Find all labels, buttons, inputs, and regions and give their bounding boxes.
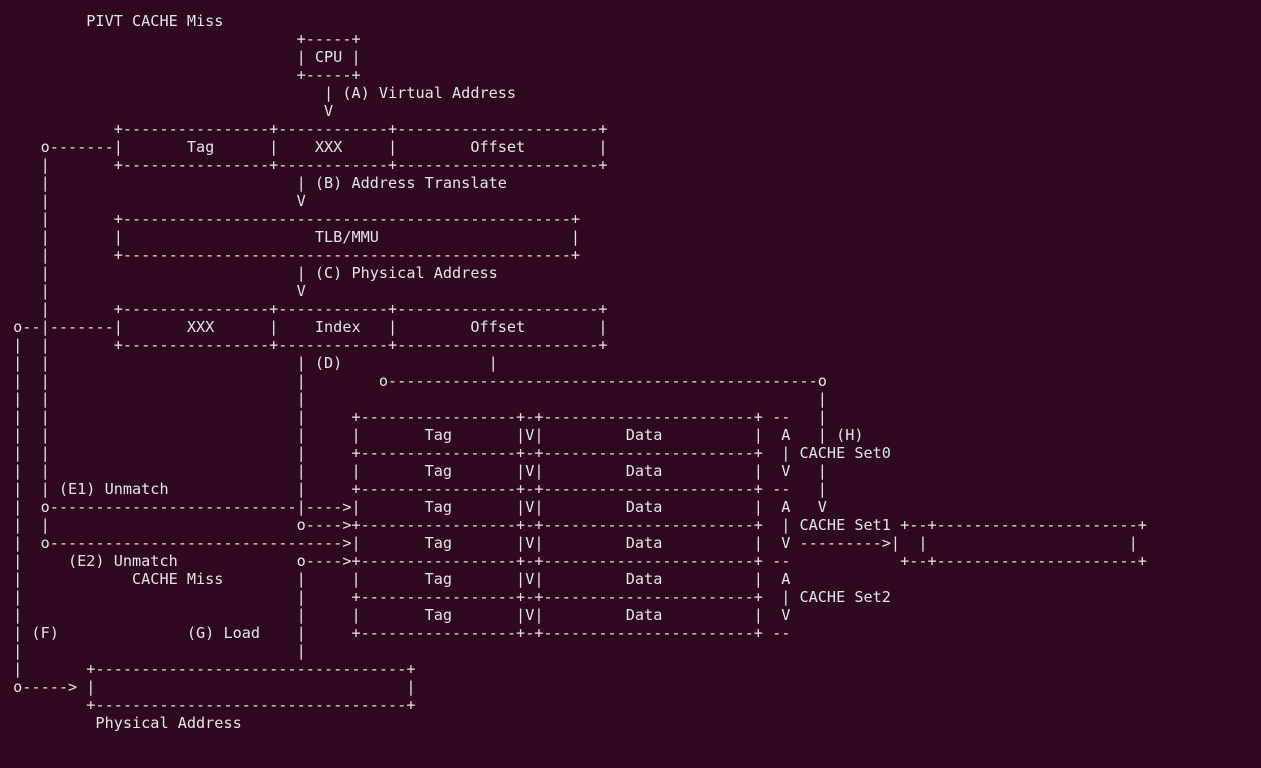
ascii-diagram: PIVT CACHE Miss +-----+ | CPU | +-----+ …	[13, 12, 1147, 732]
